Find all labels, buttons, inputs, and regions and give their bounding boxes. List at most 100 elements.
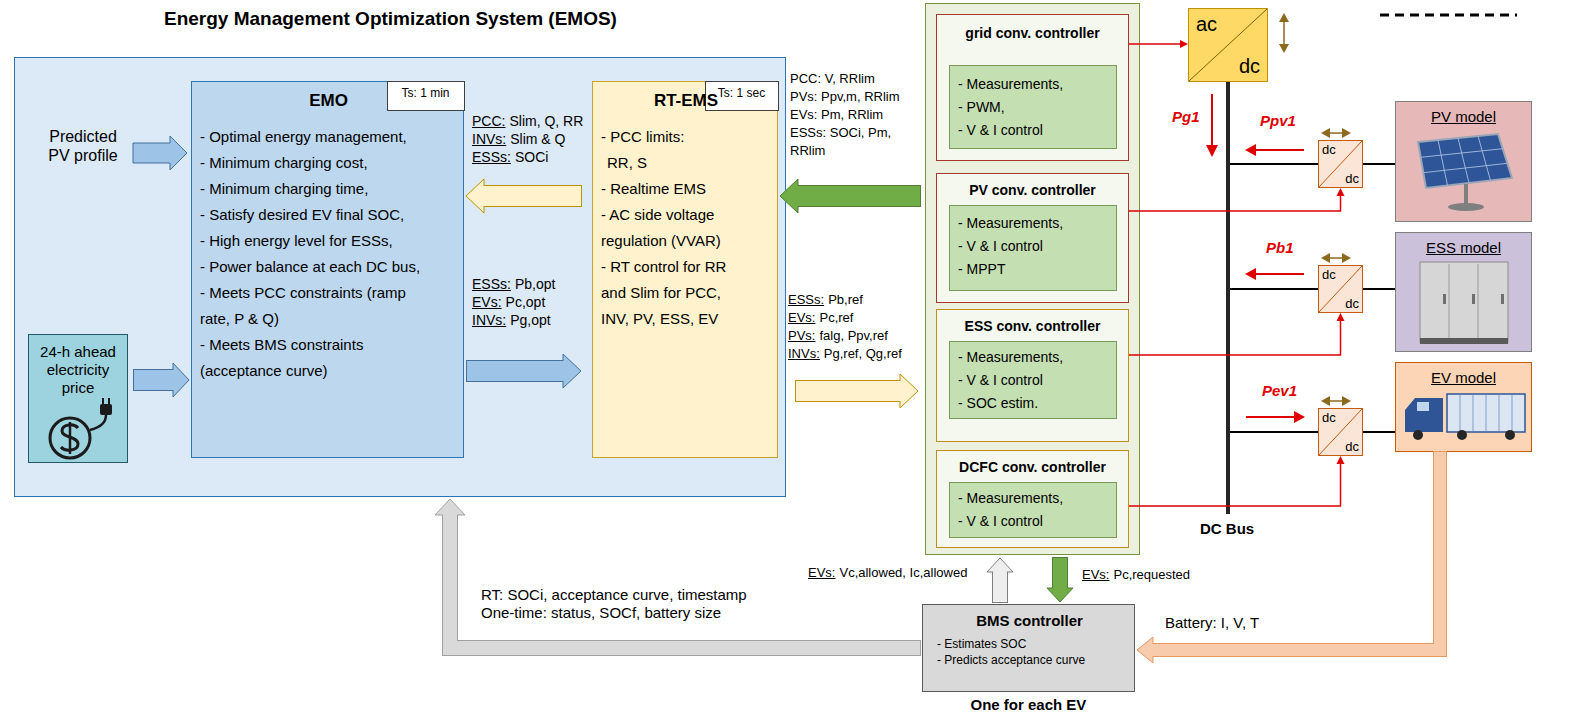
label-row: Ppv1 [1260, 112, 1296, 130]
arrow-body [1053, 558, 1067, 590]
plug-prong [108, 398, 110, 404]
panel-base [1448, 203, 1484, 211]
signal-label: Pc,requested [1113, 567, 1190, 582]
dc-dc-converter: dcdc [1318, 265, 1363, 313]
signal-label: Ppv1 [1260, 112, 1296, 129]
cabinet-door [1449, 264, 1450, 338]
signal-group: EVs: [1082, 567, 1109, 582]
box-text: PV model [1396, 107, 1531, 126]
label-row: EVs:Pc,ref [788, 309, 902, 327]
box-text: - V & I control [958, 235, 1043, 258]
signal-label: Pev1 [1262, 382, 1297, 399]
box-text: - AC side voltage regulation (VVAR) [601, 202, 751, 254]
label-group: EVs:Vc,allowed, Ic,allowed [808, 564, 967, 581]
cabinet-handle [1443, 294, 1446, 304]
box-text: - PCC limits: [601, 124, 751, 150]
icon-circle [50, 418, 90, 458]
signal-label: EVs: Pm, RRlim [790, 107, 883, 122]
converter-diagonal [1189, 9, 1267, 81]
box-text: dc [1345, 296, 1359, 311]
box-text: ESS model [1396, 238, 1531, 257]
power-arrow [1254, 273, 1304, 275]
price-icon [50, 398, 112, 458]
dc-dc-converter: dcdc [1318, 408, 1363, 456]
arrow-head [1337, 313, 1345, 321]
input-arrow [133, 136, 187, 170]
label-row: INVs:Slim & Q [472, 130, 583, 148]
signal-label: Pc,ref [819, 310, 853, 325]
converter-diagonal [1319, 141, 1362, 187]
arrow-head [1137, 637, 1153, 663]
arrow-shaft [1328, 400, 1344, 402]
power-arrow [1211, 94, 1213, 146]
converter-controller: grid conv. controller- Measurements,- PW… [936, 14, 1129, 161]
dc-dc-converter: dcdc [1318, 140, 1363, 188]
box-text: - Power balance at each DC bus, [200, 254, 426, 280]
arrow-outline [795, 380, 900, 402]
system-panel: Energy Management Optimization System (E… [14, 57, 786, 497]
signal-wire [1129, 188, 1345, 211]
trailer-rib [1512, 395, 1513, 431]
ev-model-box: EV model [1395, 362, 1532, 452]
arrow-head [1279, 44, 1289, 53]
box-heading: dc [1322, 410, 1336, 425]
arrow-body [467, 361, 565, 381]
arrow-head [466, 179, 484, 213]
signal-group: ESSs: [472, 149, 511, 165]
signal-wire [1363, 289, 1395, 290]
storage-cabinet-picture [1420, 262, 1508, 344]
signal-group: INVs: [788, 346, 820, 361]
signal-group: PCC: [472, 113, 505, 129]
trailer-rib [1460, 395, 1461, 431]
box-text: - Meets BMS constraints (acceptance curv… [200, 332, 426, 384]
box-text: - Minimum charging cost, [200, 150, 426, 176]
box-heading: - Measurements, [958, 212, 1063, 235]
truck-wheel [1457, 430, 1467, 440]
box-text: ESS conv. controller [937, 318, 1128, 335]
label-row: ESSs:Pb,opt [472, 275, 555, 293]
arrow-head [1321, 128, 1330, 138]
box-text: - Satisfy desired EV final SOC, [200, 202, 426, 228]
bidirectional-arrow [1321, 253, 1351, 263]
label-group: EVs: Pc,requested [1082, 566, 1190, 583]
box-heading: ac [1196, 12, 1217, 36]
signal-wire [1363, 164, 1395, 165]
box-text: - V & I control [958, 369, 1043, 392]
converter-controller: ESS conv. controller - Measurements,- V &… [936, 309, 1129, 442]
label-row: EVs:Pc,opt [472, 293, 555, 311]
signal-group: PVs: [788, 328, 815, 343]
label-group: DC Bus [1200, 520, 1254, 538]
label-row: ESSs: SOCi, Pm, RRlim [790, 124, 918, 160]
label-row: RT: SOCi, acceptance curve, timestamp [481, 586, 747, 604]
signal-label: Pb,opt [515, 276, 555, 292]
arrow-head [780, 179, 798, 213]
arrow-body [993, 570, 1007, 602]
signal-group: INVs: [472, 131, 506, 147]
label-group: Pg1 [1172, 108, 1200, 126]
signal-label: ESSs: SOCi, Pm, RRlim [790, 125, 891, 158]
arrow-outline [798, 185, 921, 207]
truck-picture [1405, 394, 1525, 440]
signal-label: Pc,opt [506, 294, 546, 310]
cabinet-handle [1472, 294, 1475, 304]
panel-grid [1438, 140, 1448, 186]
arrow-head [1047, 588, 1073, 602]
arrow-head [1180, 40, 1188, 48]
label-row: Pb1 [1266, 239, 1294, 257]
arrow-body [796, 186, 920, 206]
arrow-outline [992, 572, 1008, 603]
box-text: - SOC estim. [958, 392, 1038, 415]
arrow-shaft [1283, 20, 1285, 46]
power-arrow-head [1294, 411, 1305, 423]
wire [1129, 320, 1341, 355]
signal-label: SOCi [515, 149, 548, 165]
signal-label: PCC: V, RRlim [790, 71, 875, 86]
box-text: dc [1345, 439, 1359, 454]
controller-functions: - Measurements,- V & I control- MPPT [949, 205, 1117, 291]
bidirectional-arrow [1279, 13, 1289, 53]
power-arrow [1254, 149, 1304, 151]
box-text: DCFC conv. controller [937, 459, 1128, 476]
controller-functions: - Measurements,- V & I control- SOC esti… [949, 341, 1117, 419]
box-text: dc [1239, 54, 1260, 78]
box-text: - V & I control [958, 510, 1043, 533]
